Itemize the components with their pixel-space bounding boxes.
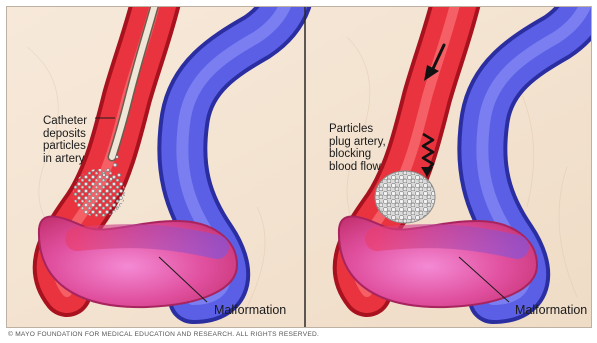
malformation-label-right: Malformation	[515, 303, 587, 317]
illustration-panels: Catheter deposits particles in artery Pa…	[6, 6, 592, 328]
particles-annotation: Particles plug artery, blocking blood fl…	[329, 123, 429, 173]
copyright-notice: © MAYO FOUNDATION FOR MEDICAL EDUCATION …	[8, 331, 319, 338]
particle-cluster-left	[73, 169, 125, 217]
catheter-annotation: Catheter deposits particles in artery	[43, 115, 133, 165]
particle-plug	[375, 171, 435, 223]
malformation-label-left: Malformation	[214, 303, 286, 317]
illustration-svg	[7, 7, 592, 328]
